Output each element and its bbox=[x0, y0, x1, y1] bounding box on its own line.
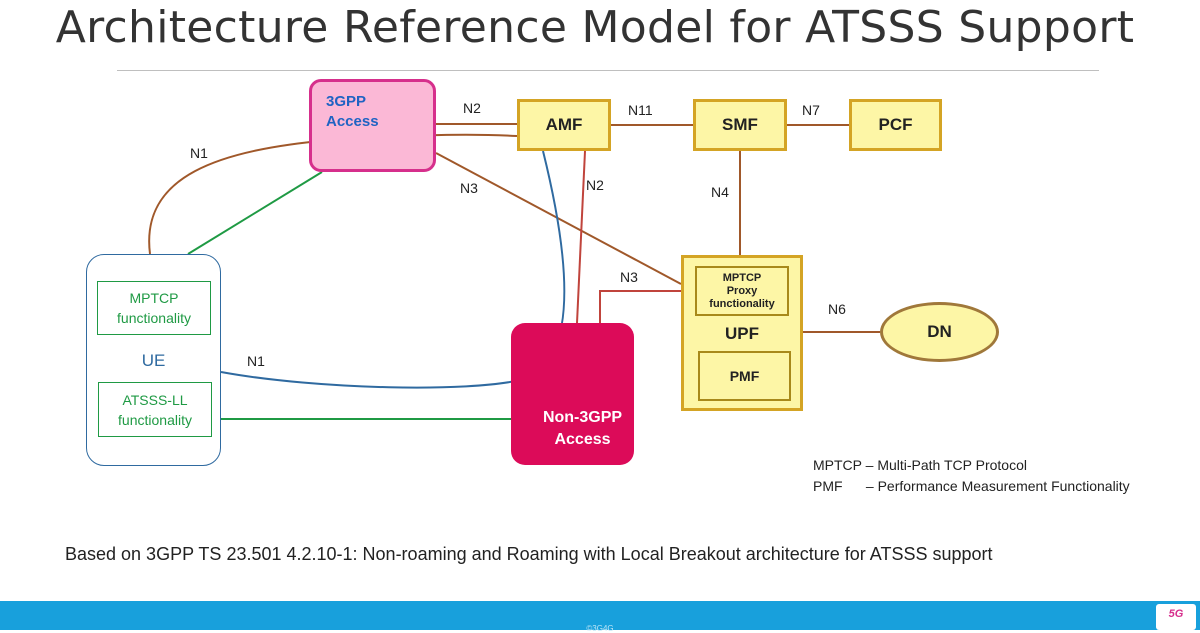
footer-copyright: ©3G4G bbox=[586, 624, 614, 633]
pcf-label: PCF bbox=[878, 115, 913, 134]
amf-node: AMF bbox=[517, 99, 611, 151]
n3-bottom-link bbox=[599, 290, 681, 323]
5g-logo: 5G bbox=[1156, 604, 1196, 630]
3gpp-access-node: 3GPP Access bbox=[309, 79, 436, 172]
n1-bottom-label: N1 bbox=[247, 353, 265, 369]
ue-atsss-label-line1: ATSSS-LL bbox=[122, 391, 188, 408]
n1-top-label: N1 bbox=[190, 145, 208, 161]
footer-bar bbox=[0, 601, 1200, 630]
upf-label: UPF bbox=[725, 324, 759, 343]
ue-mptcp-label-line1: MPTCP bbox=[129, 290, 179, 306]
3gpp-access-label-line1: 3GPP bbox=[326, 93, 367, 110]
title-divider bbox=[117, 70, 1099, 71]
amf-label: AMF bbox=[545, 115, 583, 134]
n3-top-label: N3 bbox=[460, 180, 478, 196]
ue-label: UE bbox=[141, 351, 166, 370]
non3gpp-access-label-line1: Non-3GPP bbox=[542, 409, 623, 426]
ue-atsss-label-line2: functionality bbox=[118, 411, 192, 428]
pcf-node: PCF bbox=[849, 99, 942, 151]
n6-label: N6 bbox=[828, 301, 846, 317]
smf-node: SMF bbox=[693, 99, 787, 151]
non3gpp-access-label-line2: Access bbox=[554, 431, 611, 448]
ue-3gpp-radio-link bbox=[187, 171, 323, 255]
page-title: Architecture Reference Model for ATSSS S… bbox=[55, 2, 1135, 53]
source-caption: Based on 3GPP TS 23.501 4.2.10-1: Non-ro… bbox=[65, 544, 993, 564]
n7-label: N7 bbox=[802, 102, 820, 118]
n2-vertical-link bbox=[576, 150, 586, 324]
n3-bottom-label: N3 bbox=[620, 269, 638, 285]
n2-top-label: N2 bbox=[463, 100, 481, 116]
ue-mptcp-functionality: MPTCP functionality bbox=[97, 281, 211, 335]
legend-pmf: PMF – Performance Measurement Functional… bbox=[813, 478, 1130, 494]
n2-vertical-label: N2 bbox=[586, 177, 604, 193]
pmf-label: PMF bbox=[729, 368, 760, 384]
ue-node bbox=[86, 254, 221, 466]
mptcp-proxy-label-line2: Proxy bbox=[726, 284, 758, 297]
pmf-node: PMF bbox=[698, 351, 791, 401]
ue-mptcp-label-line2: functionality bbox=[117, 310, 191, 326]
mptcp-proxy-label-line1: MPTCP bbox=[722, 271, 762, 284]
dn-label: DN bbox=[927, 322, 952, 341]
ue-atsss-ll-functionality: ATSSS-LL functionality bbox=[98, 382, 212, 437]
smf-label: SMF bbox=[722, 115, 758, 134]
dn-node: DN bbox=[880, 302, 999, 362]
mptcp-proxy-node: MPTCP Proxy functionality bbox=[695, 266, 789, 316]
n3-top-link bbox=[435, 152, 682, 285]
legend-mptcp: MPTCP – Multi-Path TCP Protocol bbox=[813, 457, 1027, 473]
3gpp-access-label-line2: Access bbox=[326, 113, 379, 130]
non3gpp-access-node: Non-3GPP Access bbox=[511, 323, 634, 465]
n4-label: N4 bbox=[711, 184, 729, 200]
n11-label: N11 bbox=[628, 102, 653, 118]
mptcp-proxy-label-line3: functionality bbox=[709, 297, 775, 310]
